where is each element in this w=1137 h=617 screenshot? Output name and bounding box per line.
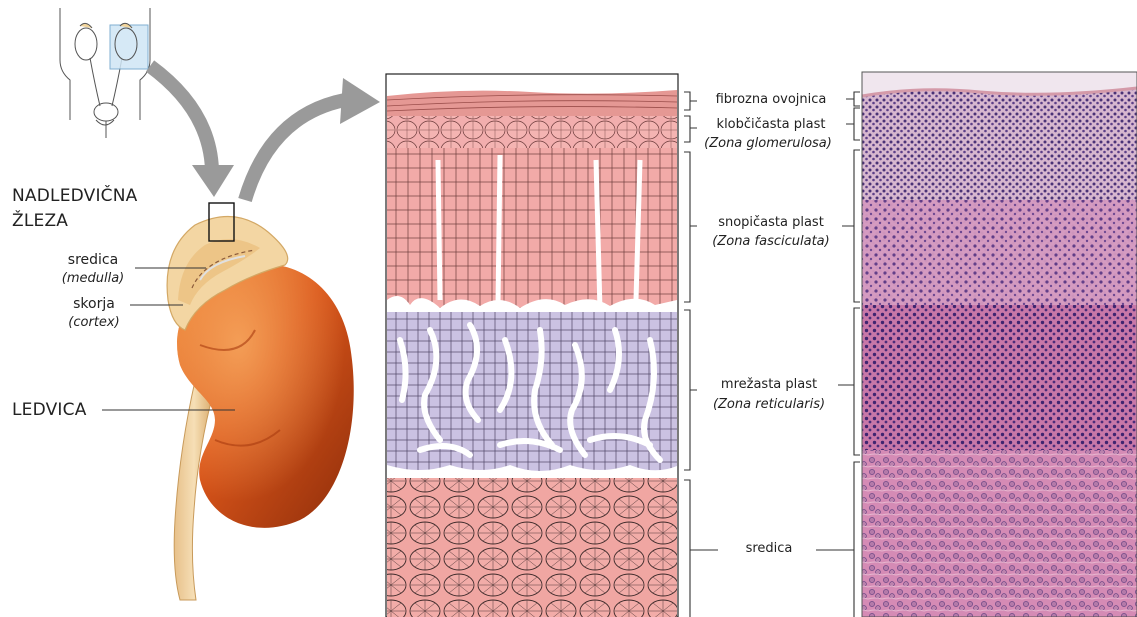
capsule-label: fibrozna ovojnica	[698, 91, 844, 109]
fasciculata-layer	[387, 148, 677, 308]
left-brackets	[684, 92, 718, 617]
histology-micrograph	[862, 72, 1137, 617]
organ-title-line2: ŽLEZA	[12, 209, 68, 233]
reticularis-latin-label: (Zona reticularis)	[698, 396, 840, 414]
medulla-zone-label: sredica	[724, 540, 814, 558]
glomerulosa-latin-label: (Zona glomerulosa)	[692, 135, 844, 153]
fasciculata-label: snopičasta plast	[698, 214, 844, 232]
arrow-body-to-gland-icon	[150, 66, 234, 197]
adrenal-section-drawing	[386, 74, 678, 617]
right-brackets	[816, 92, 860, 617]
kidney-label: LEDVICA	[12, 398, 87, 422]
organ-title-line1: NADLEDVIČNA	[12, 184, 138, 208]
medulla-layer	[387, 478, 677, 617]
cortex-label: skorja	[62, 296, 126, 313]
medulla-latin-label: (medulla)	[48, 270, 138, 287]
capsule-layer	[387, 90, 677, 116]
highlight-box	[110, 25, 148, 69]
glomerulosa-label: klobčičasta plast	[698, 116, 844, 134]
medulla-label: sredica	[58, 252, 128, 269]
arrow-gland-to-section-icon	[245, 78, 380, 200]
reticularis-label: mrežasta plast	[698, 376, 840, 394]
fasciculata-latin-label: (Zona fasciculata)	[698, 233, 844, 251]
kidney-illustration	[174, 264, 354, 600]
cortex-latin-label: (cortex)	[56, 314, 132, 331]
glomerulosa-layer	[387, 116, 677, 148]
